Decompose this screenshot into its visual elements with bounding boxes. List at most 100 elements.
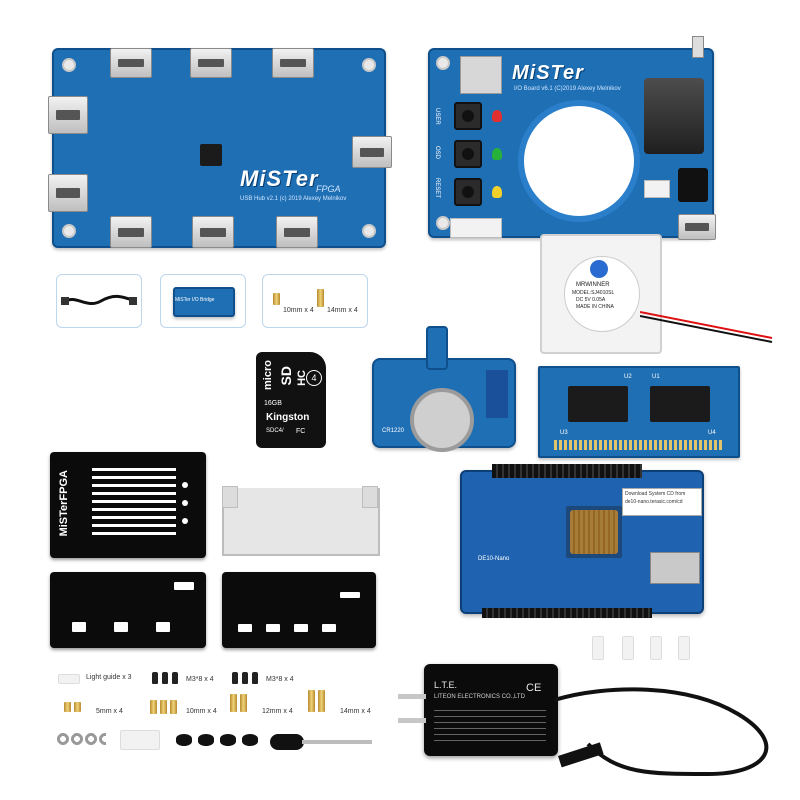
mount-hole [62, 58, 76, 72]
user-label: USER [434, 108, 440, 125]
usb-port [272, 48, 314, 78]
ethernet-port [650, 552, 700, 584]
usb-port [48, 96, 88, 134]
sd-bottom-right: FC [296, 428, 306, 435]
spacer-12-label: 12mm x 4 [262, 708, 293, 715]
fan-brand: MRWINNER [576, 282, 610, 288]
toggle-switch [692, 36, 704, 58]
ram-label-u1: U1 [652, 374, 660, 380]
bridge-board [173, 287, 235, 317]
cooling-fan: MRWINNER MODEL:SJ4010SL DC 5V 0.05A MADE… [540, 234, 662, 354]
spacer-14-label: 14mm x 4 [340, 708, 371, 715]
osd-label: OSD [434, 146, 440, 160]
fan-cutout [518, 100, 640, 222]
spacer-10mm [170, 700, 177, 714]
usb-port [276, 216, 318, 248]
top-case-panel: MiSTerFPGA [50, 452, 206, 558]
io-cutout [266, 624, 280, 632]
mount-hole [362, 58, 376, 72]
rubber-foot [176, 734, 192, 746]
fan-logo-icon [590, 260, 608, 278]
psu-company: LITEON ELECTRONICS CO.,LTD [434, 694, 525, 700]
screwdriver-icon [270, 734, 304, 750]
cable-icon [61, 294, 137, 306]
bottom-header [482, 608, 652, 618]
osd-button [454, 140, 482, 168]
accessory-cable-box [56, 274, 142, 328]
mount-hole [62, 224, 76, 238]
spacer-5mm [64, 702, 71, 712]
usb-port [48, 174, 88, 212]
psu-cable [553, 687, 769, 777]
de10-tag: Download System CD from de10-nano.terasi… [622, 488, 702, 516]
spacer-10mm [273, 293, 280, 305]
usb-hub-logo-sub: FPGA [316, 184, 341, 194]
coin-cell-holder [410, 388, 474, 452]
mount-hole [362, 224, 376, 238]
ram-label-u3: U3 [560, 430, 568, 436]
white-connector [450, 218, 502, 238]
spacer-10mm [160, 700, 167, 714]
ram-board: U1 U2 U3 U4 [538, 366, 740, 458]
rubber-foot [220, 734, 236, 746]
led-yellow [492, 186, 502, 198]
fan-wire [640, 311, 773, 343]
rtc-label: CR1220 [382, 428, 405, 434]
usb-hub-logo: MiSTer [240, 166, 319, 191]
screw-m3 [152, 672, 158, 684]
usb-port [192, 216, 234, 248]
vent-slots [92, 468, 176, 540]
usb-hub-board: MiSTer FPGA USB Hub v2.1 (c) 2019 Alexey… [48, 48, 392, 248]
de10-tag-url: de10-nano.terasic.com/cd [625, 499, 683, 505]
spacer-10-label: 10mm x 4 [283, 307, 314, 314]
io-cutout [340, 592, 360, 598]
spacer-14-label: 14mm x 4 [327, 307, 358, 314]
usb-hub-fineprint: USB Hub v2.1 (c) 2019 Alexey Melnikov [240, 196, 347, 202]
screw-m3 [242, 672, 248, 684]
de10-tag-top: Download System CD from [625, 491, 686, 497]
user-button [454, 102, 482, 130]
ram-edge-connector [554, 440, 724, 450]
io-cutout [72, 622, 86, 632]
heatsink [570, 510, 618, 554]
fan-made-in: MADE IN CHINA [576, 304, 614, 310]
psu-badge: CE [526, 682, 542, 694]
sd-slot [460, 56, 502, 94]
spacer-14mm [317, 289, 324, 307]
ram-chip-u2 [568, 386, 628, 422]
fan-model: MODEL:SJ4010SL [572, 290, 615, 296]
side-case-panel-left [50, 572, 206, 648]
screwdriver-shaft [302, 740, 372, 744]
screw-m3 [172, 672, 178, 684]
de10-label: DE10-Nano [478, 556, 510, 562]
io-cutout [238, 624, 252, 632]
spacer-5-label: 5mm x 4 [96, 708, 123, 715]
screw-m3 [162, 672, 168, 684]
rubber-foot [198, 734, 214, 746]
sd-capacity: 16GB [264, 400, 282, 407]
top-case-brand: MiSTerFPGA [58, 470, 70, 537]
usb-port [110, 48, 152, 78]
spacer-10-label: 10mm x 4 [186, 708, 217, 715]
sd-bottom-left: SDC4/ [266, 428, 284, 434]
usb-port [352, 136, 392, 168]
light-guide [650, 636, 662, 660]
psu-plug-pin [398, 718, 426, 723]
spacer-12mm [240, 694, 247, 712]
usb-port [190, 48, 232, 78]
metal-bracket-arm [222, 486, 238, 508]
io-board-logo: MiSTer [512, 62, 584, 84]
psu-label-lines [434, 710, 546, 744]
spacer-14mm [318, 690, 325, 712]
io-cutout [114, 622, 128, 632]
de10-nano-board: Download System CD from de10-nano.terasi… [460, 464, 704, 618]
light-guide-label: Light guide x 3 [86, 674, 132, 681]
m3-8-label-a: M3*8 x 4 [186, 676, 214, 683]
metal-bracket-arm [362, 486, 378, 508]
accessory-spacers-box: 10mm x 4 14mm x 4 [262, 274, 368, 328]
fpga-chip [566, 506, 622, 558]
usb-port [678, 214, 716, 240]
bridge-label: MiSTer I/O Bridge [175, 297, 215, 303]
spacer-10mm [150, 700, 157, 714]
led-green [492, 148, 502, 160]
